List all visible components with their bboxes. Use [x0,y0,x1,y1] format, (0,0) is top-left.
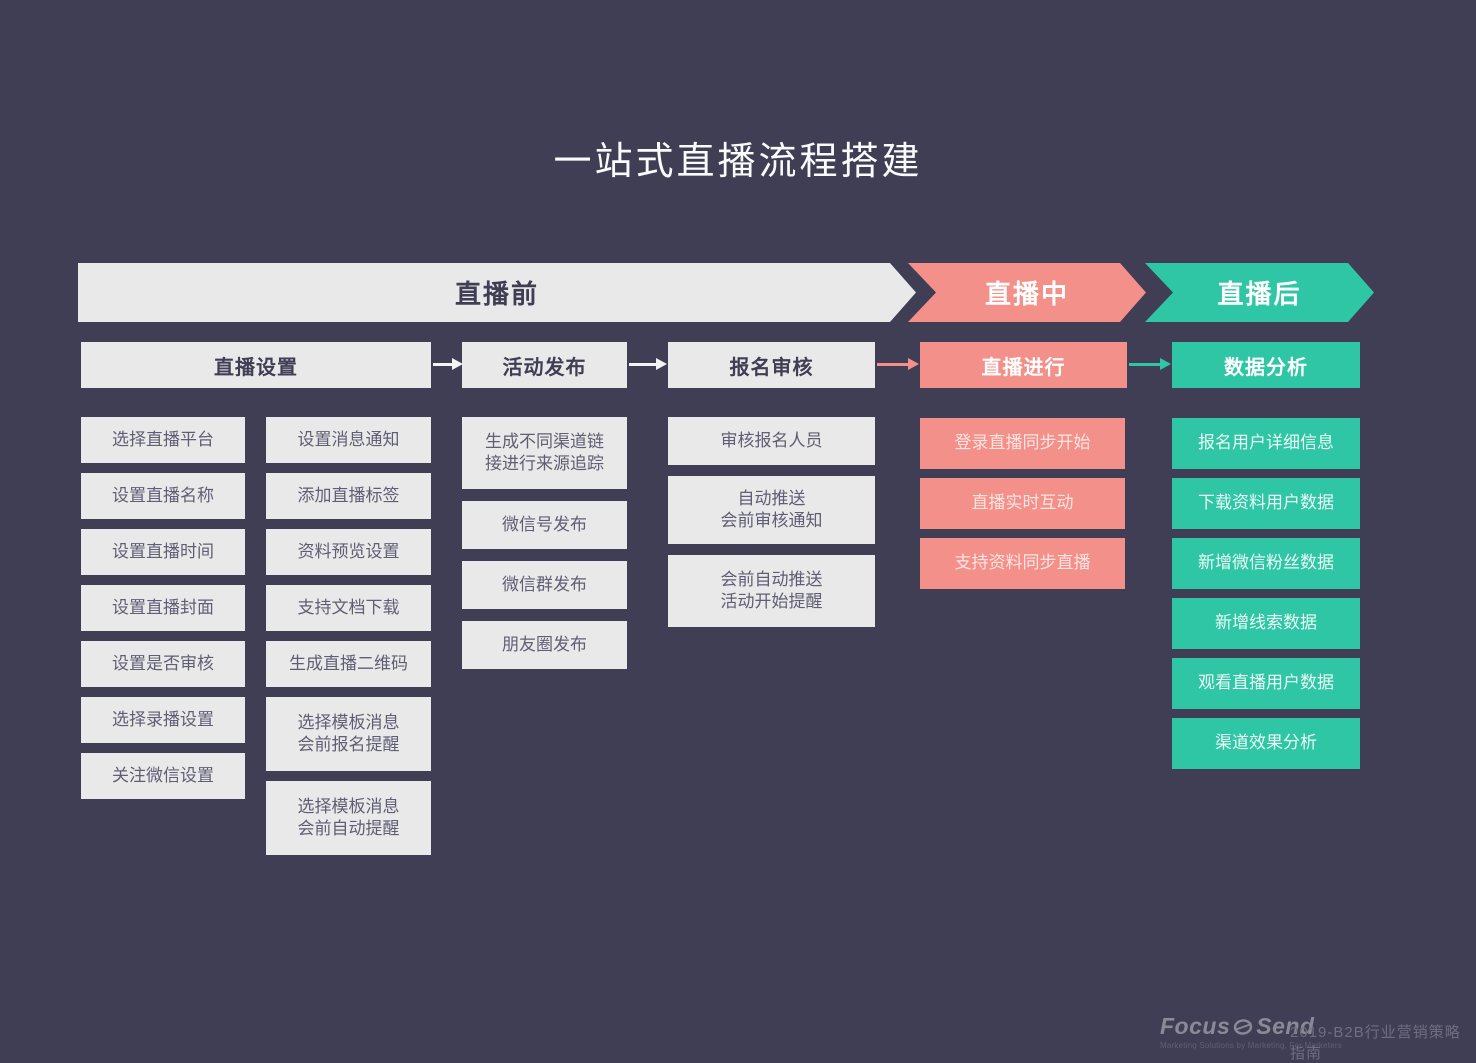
column-signup-review: 审核报名人员 自动推送 会前审核通知 会前自动推送 活动开始提醒 [668,417,875,627]
flow-arrow-icon [629,358,667,370]
logo-focus-text: Focus [1160,1013,1231,1039]
step-box: 新增线索数据 [1172,598,1360,649]
step-box: 选择模板消息 会前报名提醒 [266,697,431,771]
stage-header-data-analysis: 数据分析 [1172,342,1360,388]
step-box: 设置直播名称 [81,473,245,519]
step-box: 登录直播同步开始 [920,418,1125,469]
column-live-settings-a: 选择直播平台 设置直播名称 设置直播时间 设置直播封面 设置是否审核 选择录播设… [81,417,245,799]
flow-arrow-icon [433,358,463,370]
step-box: 生成直播二维码 [266,641,431,687]
stage-header-live-running: 直播进行 [920,342,1127,388]
step-box: 关注微信设置 [81,753,245,799]
step-box: 支持文档下载 [266,585,431,631]
step-box: 微信号发布 [462,501,627,549]
column-live-running: 登录直播同步开始 直播实时互动 支持资料同步直播 [920,418,1125,589]
step-box: 朋友圈发布 [462,621,627,669]
column-event-publish: 生成不同渠道链 接进行来源追踪 微信号发布 微信群发布 朋友圈发布 [462,417,627,669]
step-box: 资料预览设置 [266,529,431,575]
column-live-settings-b: 设置消息通知 添加直播标签 资料预览设置 支持文档下载 生成直播二维码 选择模板… [266,417,431,855]
step-box: 选择录播设置 [81,697,245,743]
step-box: 审核报名人员 [668,417,875,465]
logo-tagline: Marketing Solutions by Marketing, For Ma… [1160,1041,1342,1050]
step-box: 设置直播时间 [81,529,245,575]
step-box: 添加直播标签 [266,473,431,519]
phase-banner-during-live: 直播中 [908,263,1146,322]
phase-banner-before-live: 直播前 [78,263,916,322]
stage-header-event-publish: 活动发布 [462,342,627,388]
step-box: 自动推送 会前审核通知 [668,476,875,544]
stage-header-signup-review: 报名审核 [668,342,875,388]
stage-header-live-settings: 直播设置 [81,342,431,388]
step-box: 报名用户详细信息 [1172,418,1360,469]
flow-arrow-icon [1129,358,1171,370]
step-box: 选择模板消息 会前自动提醒 [266,781,431,855]
phase-banner-after-live: 直播后 [1145,263,1374,322]
step-box: 设置消息通知 [266,417,431,463]
step-box: 会前自动推送 活动开始提醒 [668,555,875,627]
step-box: 生成不同渠道链 接进行来源追踪 [462,417,627,489]
step-box: 新增微信粉丝数据 [1172,538,1360,589]
focussend-logo-icon [1233,1017,1253,1037]
step-box: 设置直播封面 [81,585,245,631]
step-box: 直播实时互动 [920,478,1125,529]
focussend-logo-text: Focus Send [1160,1013,1342,1040]
step-box: 渠道效果分析 [1172,718,1360,769]
step-box: 设置是否审核 [81,641,245,687]
flow-arrow-icon [877,358,919,370]
footer-caption: 2019-B2B行业营销策略指南 [1290,1024,1461,1062]
step-box: 支持资料同步直播 [920,538,1125,589]
column-data-analysis: 报名用户详细信息 下载资料用户数据 新增微信粉丝数据 新增线索数据 观看直播用户… [1172,418,1360,769]
step-box: 微信群发布 [462,561,627,609]
step-box: 下载资料用户数据 [1172,478,1360,529]
logo-send-text: Send [1256,1013,1315,1039]
page-title: 一站式直播流程搭建 [553,141,923,183]
focussend-logo: Focus Send Marketing Solutions by Market… [1160,1013,1342,1050]
step-box: 选择直播平台 [81,417,245,463]
step-box: 观看直播用户数据 [1172,658,1360,709]
